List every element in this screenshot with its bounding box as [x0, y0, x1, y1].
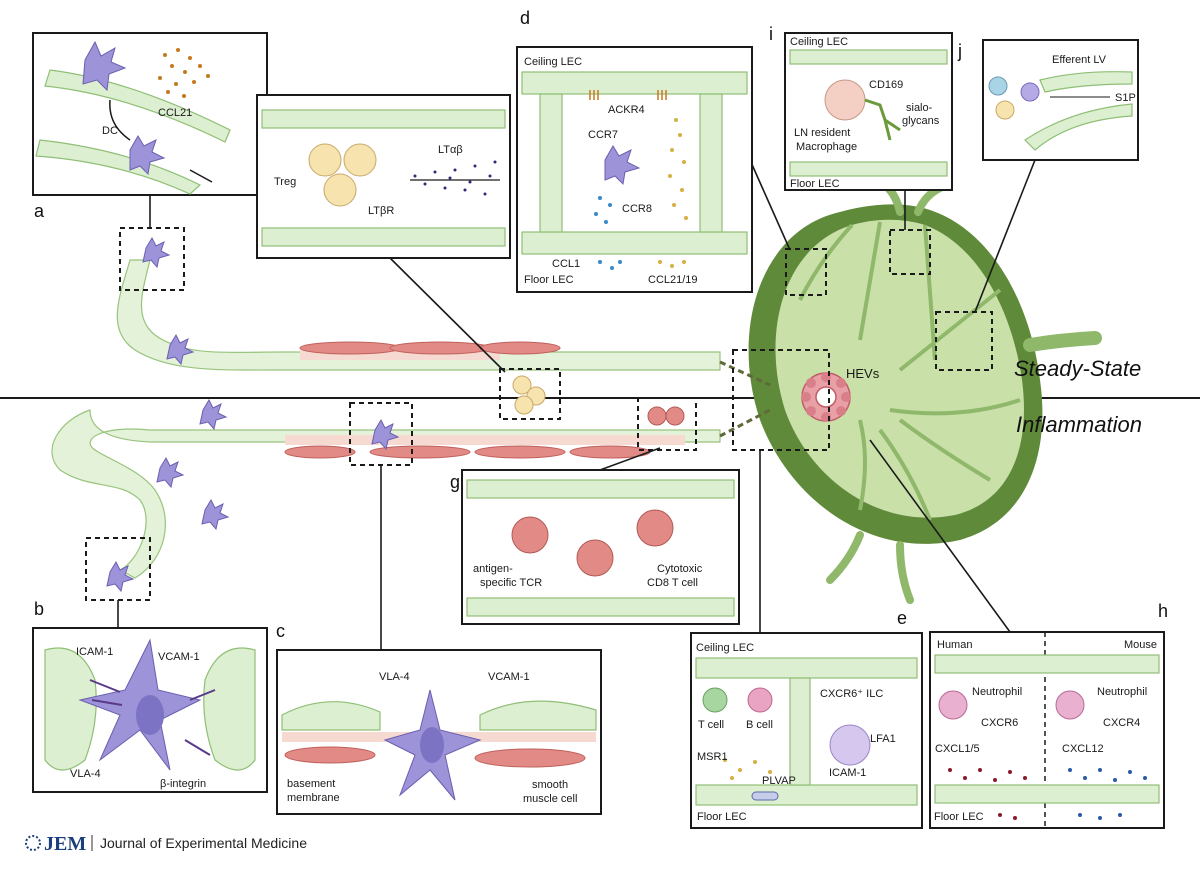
cxcr6-label: CXCR6: [981, 717, 1018, 729]
tcr-label-1: antigen-: [473, 563, 513, 575]
inflammation-vessel: [51, 408, 771, 579]
tcr-label-2: specific TCR: [480, 577, 542, 589]
panel-letter-h: h: [1158, 601, 1168, 621]
panel-letter-b: b: [34, 599, 44, 619]
panel-letter-e: e: [897, 608, 907, 628]
panel-d: Ceiling LEC ACKR4 CCR7 CCR8 CCL1 Floor L…: [516, 46, 753, 293]
ccl2119-label: CCL21/19: [648, 274, 698, 286]
hevs-label: HEVs: [846, 366, 880, 381]
sialo-label-1: sialo-: [906, 102, 933, 114]
vcam1-label-c: VCAM-1: [488, 671, 530, 683]
ccr8-label: CCR8: [622, 203, 652, 215]
panel-letter-i: i: [769, 24, 773, 44]
neutrophil-human-label: Neutrophil: [972, 686, 1022, 698]
panel-e: Ceiling LEC T cell B cell CXCR6⁺ ILC LFA…: [690, 632, 923, 829]
vla4-label: VLA-4: [70, 768, 101, 780]
mouse-label: Mouse: [1124, 639, 1157, 651]
panel-c: VLA-4 VCAM-1 basement membrane smooth mu…: [276, 649, 602, 815]
zoom-box-i: [889, 229, 931, 275]
ltbr-label: LTβR: [368, 205, 394, 217]
zoom-box-e-h: [732, 349, 830, 451]
zoom-box-d: [785, 248, 827, 296]
efferent-lv-label: Efferent LV: [1052, 54, 1107, 66]
cxcr4-label: CXCR4: [1103, 717, 1140, 729]
dendritic-cells: [156, 333, 230, 531]
panel-b: ICAM-1 VCAM-1 VLA-4 β-integrin: [32, 627, 268, 793]
panel-letter-j: j: [957, 41, 962, 61]
bcell-label: B cell: [746, 719, 773, 731]
plvap-label: PLVAP: [762, 775, 796, 787]
ccl1-label: CCL1: [552, 258, 580, 270]
panel-a: CCL21 DC: [32, 32, 268, 196]
panel-i: CD169 sialo- glycans LN resident Macroph…: [784, 32, 953, 191]
treg-label: Treg: [274, 176, 296, 188]
ilc-label: CXCR6⁺ ILC: [820, 688, 883, 700]
cd169-label: CD169: [869, 79, 903, 91]
panel-f: Treg LTαβ LTβR: [256, 94, 511, 259]
icam1-label: ICAM-1: [76, 646, 113, 658]
journal-name: Journal of Experimental Medicine: [100, 835, 307, 851]
mac-label-2: Macrophage: [796, 141, 857, 153]
floor-lec-label-e: Floor LEC: [697, 811, 747, 823]
sialo-label-2: glycans: [902, 115, 940, 127]
basement-label-1: basement: [287, 778, 335, 790]
zoom-box-f: [499, 368, 561, 420]
vla4-label-c: VLA-4: [379, 671, 410, 683]
s1p-label: S1P: [1115, 92, 1136, 104]
ccl21-label: CCL21: [158, 107, 192, 119]
smooth-label-2: muscle cell: [523, 793, 577, 805]
ceiling-lec-label-d: Ceiling LEC: [524, 56, 582, 68]
lymph-node: [748, 178, 1102, 604]
ceiling-lec-label-e: Ceiling LEC: [696, 642, 754, 654]
cxcl15-label: CXCL1/5: [935, 743, 980, 755]
human-label: Human: [937, 639, 972, 651]
jem-logo-text: JEM: [44, 833, 86, 855]
inflammation-label: Inflammation: [1016, 412, 1142, 437]
zoom-box-j: [935, 311, 993, 371]
ccr7-label: CCR7: [588, 129, 618, 141]
jem-logo: JEM Journal of Experimental Medicine: [25, 833, 307, 855]
floor-lec-label-d: Floor LEC: [524, 274, 574, 286]
basement-label-2: membrane: [287, 792, 340, 804]
icam1-label-e: ICAM-1: [829, 767, 866, 779]
lfa1-label: LFA1: [870, 733, 896, 745]
msr1-label: MSR1: [697, 751, 728, 763]
smooth-label-1: smooth: [532, 779, 568, 791]
tcell-label: T cell: [698, 719, 724, 731]
vcam1-label: VCAM-1: [158, 651, 200, 663]
steady-state-label: Steady-State: [1014, 356, 1141, 381]
panel-letter-a: a: [34, 201, 45, 221]
mac-label-1: LN resident: [794, 127, 850, 139]
ackr4-label: ACKR4: [608, 104, 645, 116]
panel-h: Human Mouse Neutrophil CXCR6 CXCL1/5 Flo…: [929, 631, 1165, 829]
cxcl12-label: CXCL12: [1062, 743, 1104, 755]
neutrophil-mouse-label: Neutrophil: [1097, 686, 1147, 698]
ctl-label-2: CD8 T cell: [647, 577, 698, 589]
zoom-box-g: [637, 397, 697, 451]
ltab-label: LTαβ: [438, 144, 463, 156]
floor-lec-label-h: Floor LEC: [934, 811, 984, 823]
floor-lec-label-i: Floor LEC: [790, 178, 840, 190]
dc-label: DC: [102, 125, 118, 137]
beta-integrin-label: β-integrin: [160, 778, 206, 790]
ceiling-lec-label-i: Ceiling LEC: [790, 36, 848, 48]
jem-logo-icon: [25, 835, 41, 851]
panel-g: antigen- specific TCR Cytotoxic CD8 T ce…: [461, 469, 740, 625]
panel-letter-d: d: [520, 8, 530, 28]
zoom-box-a: [119, 227, 185, 291]
panel-j: Efferent LV S1P: [982, 39, 1139, 161]
ctl-label-1: Cytotoxic: [657, 563, 703, 575]
panel-letter-c: c: [276, 621, 285, 641]
panel-letter-g: g: [450, 472, 460, 492]
